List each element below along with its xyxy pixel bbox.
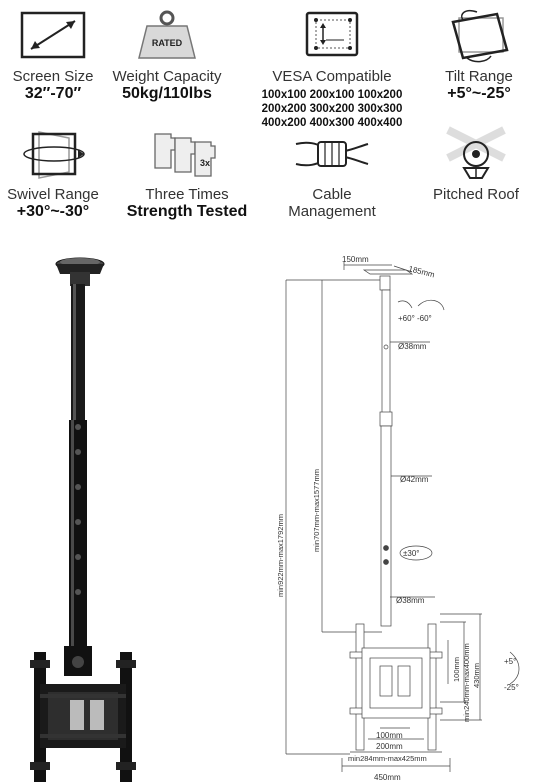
vesa-label: VESA Compatible bbox=[272, 68, 392, 85]
pitched-roof-label: Pitched Roof bbox=[433, 186, 519, 203]
rotation-label: +60° -60° bbox=[398, 314, 432, 323]
pole-height-label: min707mm-max1577mm bbox=[312, 469, 321, 552]
swivel-icon bbox=[23, 131, 85, 179]
weight-icon: RATED bbox=[138, 10, 196, 59]
weight-capacity-label: Weight Capacity bbox=[112, 68, 222, 85]
tilt-up-label: +5° bbox=[504, 657, 516, 666]
vesa-row: 100x100 200x100 100x200 bbox=[261, 89, 403, 101]
weight-capacity-value: 50kg/110lbs bbox=[122, 85, 212, 102]
total-height-label: min922mm-max1792mm bbox=[276, 514, 285, 597]
tilt-range-label: Tilt Range bbox=[445, 68, 513, 85]
product-illustration bbox=[30, 257, 136, 782]
bracket-height-label: 430mm bbox=[472, 663, 481, 688]
feature-vesa: VESA Compatible 100x100 200x100 100x200 … bbox=[234, 6, 430, 130]
feature-three-times: 3x Three Times Strength Tested bbox=[110, 124, 264, 221]
vertical-range-label: min240mm-max400mm bbox=[462, 643, 471, 722]
width-200-label: 200mm bbox=[376, 742, 403, 751]
vesa-icon bbox=[305, 11, 359, 57]
tilt-icon bbox=[451, 9, 509, 63]
strength-badge: 3x bbox=[200, 158, 210, 168]
screen-size-label: Screen Size bbox=[12, 68, 94, 85]
tilt-down-label: -25° bbox=[504, 683, 519, 692]
feature-weight-capacity: RATED Weight Capacity 50kg/110lbs bbox=[102, 6, 232, 103]
plate-depth-label: 185mm bbox=[408, 264, 436, 279]
three-times-label: Three Times bbox=[145, 186, 229, 203]
vesa-list: 100x100 200x100 100x200 200x200 300x200 … bbox=[234, 88, 430, 130]
feature-tilt-range: Tilt Range +5°~-25° bbox=[424, 6, 534, 103]
swivel-range-value: +30°~-30° bbox=[16, 203, 90, 220]
tilt-range-value: +5°~-25° bbox=[447, 85, 511, 102]
screen-size-icon bbox=[20, 11, 86, 59]
screen-size-value: 32″-70″ bbox=[24, 85, 82, 102]
dimension-drawing: 150mm 185mm +60° -60° Ø38mm Ø42mm ±30° Ø… bbox=[276, 255, 520, 782]
width-100-label: 100mm bbox=[376, 731, 403, 740]
cable-label: Cable bbox=[312, 186, 352, 203]
swivel-label: ±30° bbox=[403, 549, 420, 558]
plate-width-label: 150mm bbox=[342, 255, 369, 264]
swivel-range-label: Swivel Range bbox=[7, 186, 99, 203]
strength-tested-value: Strength Tested bbox=[126, 203, 248, 220]
three-times-icon: 3x bbox=[154, 133, 216, 177]
hole-100-vertical-label: 100mm bbox=[452, 657, 461, 682]
pole-bottom-diameter-label: Ø38mm bbox=[396, 596, 425, 605]
feature-screen-size: Screen Size 32″-70″ bbox=[4, 6, 102, 103]
pitched-roof-icon bbox=[446, 126, 506, 179]
pole-mid-diameter-label: Ø42mm bbox=[400, 475, 429, 484]
feature-cable-management: Cable Management bbox=[268, 124, 396, 220]
vesa-row: 400x200 400x300 400x400 bbox=[261, 117, 403, 129]
vesa-row: 200x200 300x200 300x300 bbox=[261, 103, 403, 115]
cable-label-line2: Management bbox=[288, 203, 376, 220]
cable-icon bbox=[295, 141, 369, 167]
feature-pitched-roof: Pitched Roof bbox=[418, 124, 534, 203]
weight-tag: RATED bbox=[152, 38, 183, 48]
hole-range-label: min284mm-max425mm bbox=[348, 754, 427, 763]
bracket-width-label: 450mm bbox=[374, 773, 401, 782]
feature-swivel-range: Swivel Range +30°~-30° bbox=[0, 124, 106, 221]
pole-top-diameter-label: Ø38mm bbox=[398, 342, 427, 351]
